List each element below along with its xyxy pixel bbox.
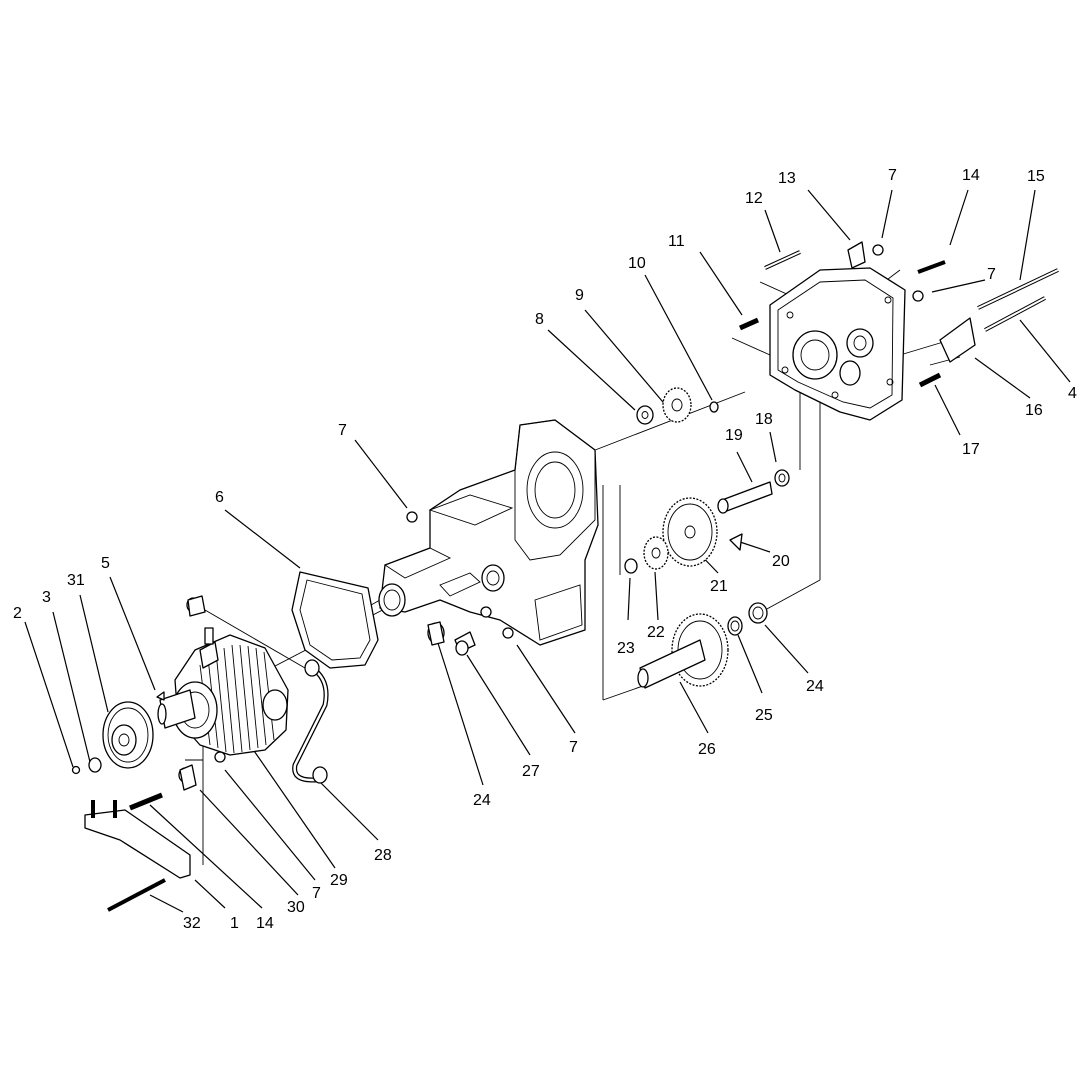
callout-21: 21: [710, 578, 728, 595]
callout-8: 8: [535, 311, 544, 328]
callout-18: 18: [755, 411, 773, 428]
callout-5: 5: [101, 555, 110, 572]
callout-29: 29: [330, 872, 348, 889]
callout-20: 20: [772, 553, 790, 570]
callout-28: 28: [374, 847, 392, 864]
callout-17: 17: [962, 441, 980, 458]
callout-13: 13: [778, 170, 796, 187]
mounting-bracket: [84, 792, 191, 912]
gear-train: [624, 387, 790, 689]
callout-14: 14: [256, 915, 274, 932]
callout-31: 31: [67, 572, 85, 589]
callout-4: 4: [1068, 385, 1077, 402]
callout-labels: 13 7 14 15 12 11 7 10 9 8 4 16 17 18 19 …: [13, 167, 1077, 932]
callout-11: 11: [668, 233, 685, 250]
callout-7: 7: [888, 167, 897, 184]
hydraulic-tube: [292, 659, 329, 784]
callout-32: 32: [183, 915, 201, 932]
callout-16: 16: [1025, 402, 1043, 419]
bolts-top-right: [738, 241, 1059, 388]
callout-14: 14: [962, 167, 980, 184]
callout-10: 10: [628, 255, 646, 272]
cover-housing: [769, 267, 906, 421]
callout-25: 25: [755, 707, 773, 724]
callout-24: 24: [473, 792, 491, 809]
callout-23: 23: [617, 640, 635, 657]
callout-24: 24: [806, 678, 824, 695]
callout-7: 7: [338, 422, 347, 439]
callout-6: 6: [215, 489, 224, 506]
callout-9: 9: [575, 287, 584, 304]
callout-27: 27: [522, 763, 540, 780]
main-housing: [378, 419, 599, 656]
callout-2: 2: [13, 605, 22, 622]
callout-7: 7: [569, 739, 578, 756]
callout-26: 26: [698, 741, 716, 758]
hydro-pump: [71, 595, 289, 791]
callout-22: 22: [647, 624, 665, 641]
callout-3: 3: [42, 589, 51, 606]
leader-lines: [24, 189, 1071, 913]
callout-7: 7: [312, 885, 321, 902]
callout-19: 19: [725, 427, 743, 444]
callout-7: 7: [987, 266, 996, 283]
callout-12: 12: [745, 190, 763, 207]
gasket: [291, 571, 379, 669]
callout-1: 1: [230, 915, 239, 932]
callout-30: 30: [287, 899, 305, 916]
callout-15: 15: [1027, 168, 1045, 185]
